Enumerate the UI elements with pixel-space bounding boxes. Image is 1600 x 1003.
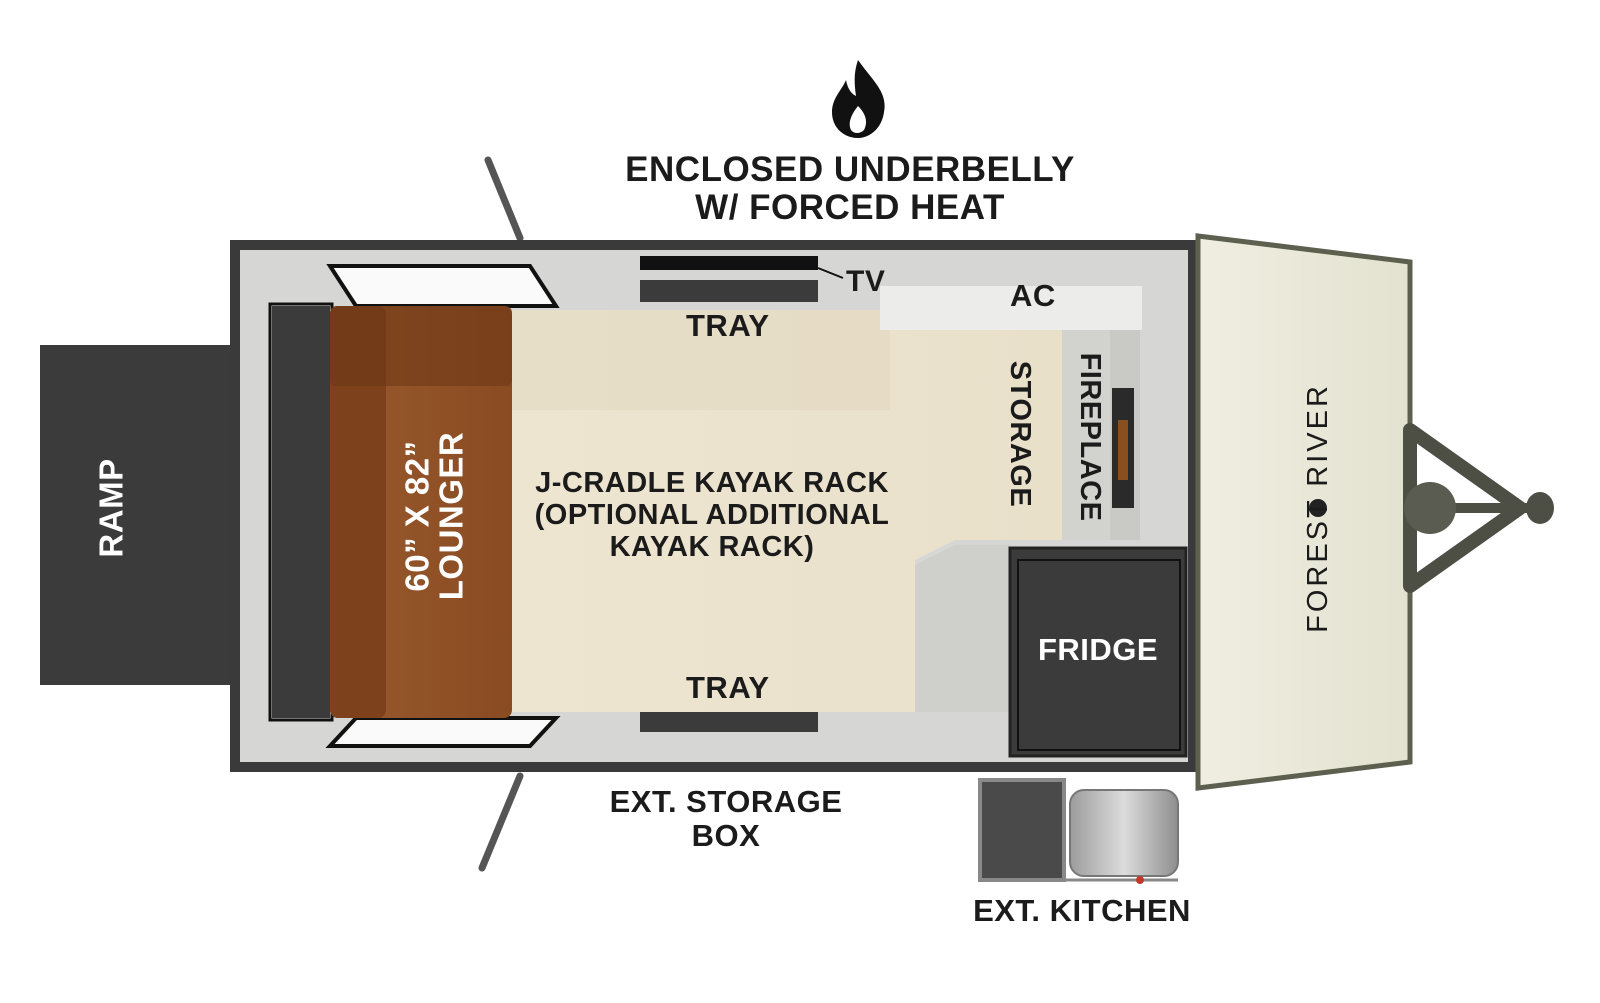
ext-storage-box-label-line1: EXT. STORAGE [609,784,843,819]
floor [330,310,1062,712]
nose-cap [1195,233,1413,791]
tv-panel [640,256,818,270]
ext-kitchen-label: EXT. KITCHEN [973,893,1191,928]
ext-storage-box-label-line2: BOX [691,818,761,853]
ramp-panel [40,345,230,685]
jack-wheel [1404,482,1456,534]
floor-shade [510,310,890,410]
lounger-label-line2: LOUNGER [432,431,470,601]
tv-pointer [817,267,844,279]
ext-kitchen-tank [1069,789,1179,877]
tray-bottom-label: TRAY [686,670,770,705]
fridge-frame [1017,559,1181,751]
window-top-left [326,264,560,308]
kayak-rack-label-line1: J-CRADLE KAYAK RACK [535,467,889,499]
rear-hatch [272,306,330,718]
ext-kitchen-knob [1136,876,1144,884]
kayak-rack-label-line3: KAYAK RACK) [609,531,815,563]
lounger-back [330,306,386,718]
counter-block [915,545,1010,712]
ext-kitchen-grill [978,778,1066,882]
storage-cabinet [1062,330,1110,540]
brand-label: FOREST RIVER [1301,383,1334,633]
fireplace-label: FIREPLACE [1074,352,1107,522]
fireplace-flame [1118,420,1128,480]
kayak-rack-label-line2: (OPTIONAL ADDITIONAL [534,499,890,531]
underbelly-title-line2: W/ FORCED HEAT [695,188,1005,227]
flame-icon [832,60,885,138]
fridge-label: FRIDGE [1037,632,1159,667]
ramp-label: RAMP [92,458,130,558]
tv-label: TV [846,265,886,298]
ac-label: AC [1010,278,1056,313]
door-strut-top [484,156,524,242]
underbelly-title-line1: ENCLOSED UNDERBELLY [625,150,1075,189]
window-bottom-left [325,716,561,748]
ac-shelf [880,286,1142,330]
lounger-headrest [330,306,512,386]
tray-bottom-bar [640,712,818,732]
tray-top-label: TRAY [686,308,770,343]
tray-top-bar [640,280,818,302]
fridge [1008,546,1188,758]
storage-label: STORAGE [1004,360,1037,508]
lounger-label-line1: 60” X 82” [398,440,436,592]
brand-logo-icon [1309,499,1327,517]
hitch-coupler [1526,492,1554,524]
door-strut-bottom [478,772,524,872]
